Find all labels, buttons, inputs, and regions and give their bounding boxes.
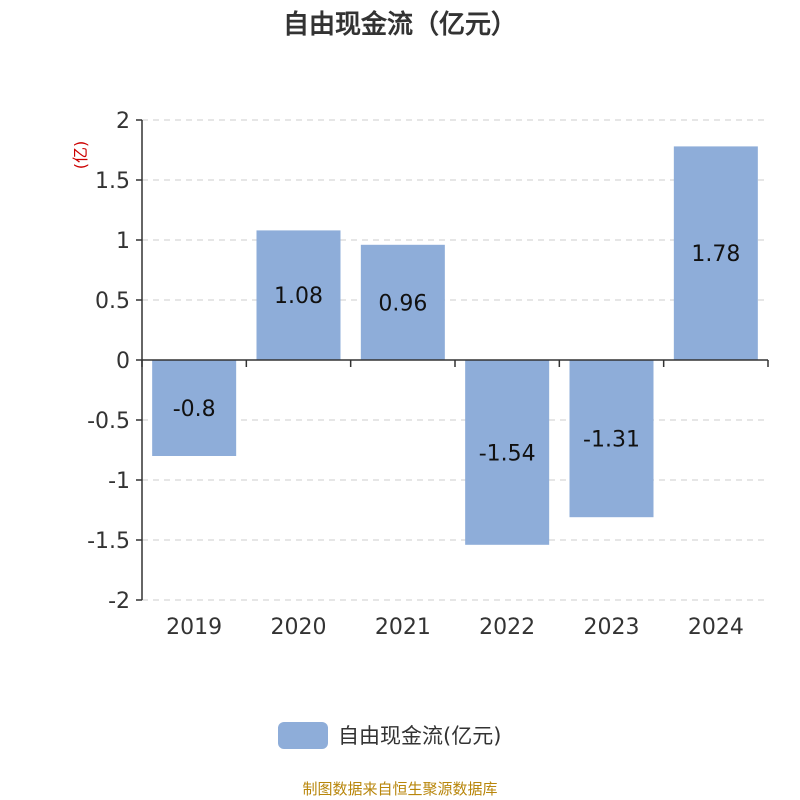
y-tick-label: -1.5 [87, 529, 130, 554]
y-axis-unit-label: (亿) [71, 141, 90, 170]
bar-2019 [152, 360, 237, 456]
y-ticks-group: 2 1.5 1 0.5 0 -0.5 -1 -1.5 -2 [87, 109, 142, 614]
x-tick-label: 2023 [584, 615, 640, 640]
x-ticks-group: 2019 2020 2021 2022 2023 2024 [141, 360, 769, 640]
x-tick-label: 2021 [375, 615, 431, 640]
y-tick-label: -2 [108, 589, 130, 614]
bar-2022 [465, 360, 550, 545]
x-tick-label: 2024 [688, 615, 744, 640]
y-tick-label: 2 [116, 109, 130, 134]
y-tick-label: 0 [116, 349, 130, 374]
bar-2021 [360, 244, 445, 360]
legend-swatch[interactable] [278, 722, 328, 749]
data-labels-group: -0.8 1.08 0.96 -1.54 -1.31 1.78 [173, 242, 741, 466]
data-label-2023: -1.31 [583, 428, 640, 453]
data-label-2020: 1.08 [274, 284, 323, 309]
y-tick-label: 1 [116, 229, 130, 254]
chart-title: 自由现金流（亿元） [282, 10, 517, 40]
grid-lines [142, 119, 768, 601]
bars-group [152, 146, 758, 545]
data-label-2022: -1.54 [479, 441, 536, 466]
x-tick-label: 2020 [271, 615, 327, 640]
y-tick-label: 1.5 [95, 169, 130, 194]
bar-2020 [256, 230, 341, 360]
x-tick-label: 2019 [166, 615, 222, 640]
legend[interactable]: 自由现金流(亿元) [278, 722, 501, 749]
y-tick-label: -1 [108, 469, 130, 494]
data-label-2024: 1.78 [691, 242, 740, 267]
data-label-2021: 0.96 [378, 291, 427, 316]
y-tick-label: -0.5 [87, 409, 130, 434]
x-tick-label: 2022 [479, 615, 535, 640]
data-label-2019: -0.8 [173, 397, 216, 422]
y-tick-label: 0.5 [95, 289, 130, 314]
bar-2024 [673, 146, 758, 360]
source-note: 制图数据来自恒生聚源数据库 [302, 780, 498, 798]
bar-2023 [569, 360, 654, 518]
legend-label[interactable]: 自由现金流(亿元) [338, 724, 501, 748]
